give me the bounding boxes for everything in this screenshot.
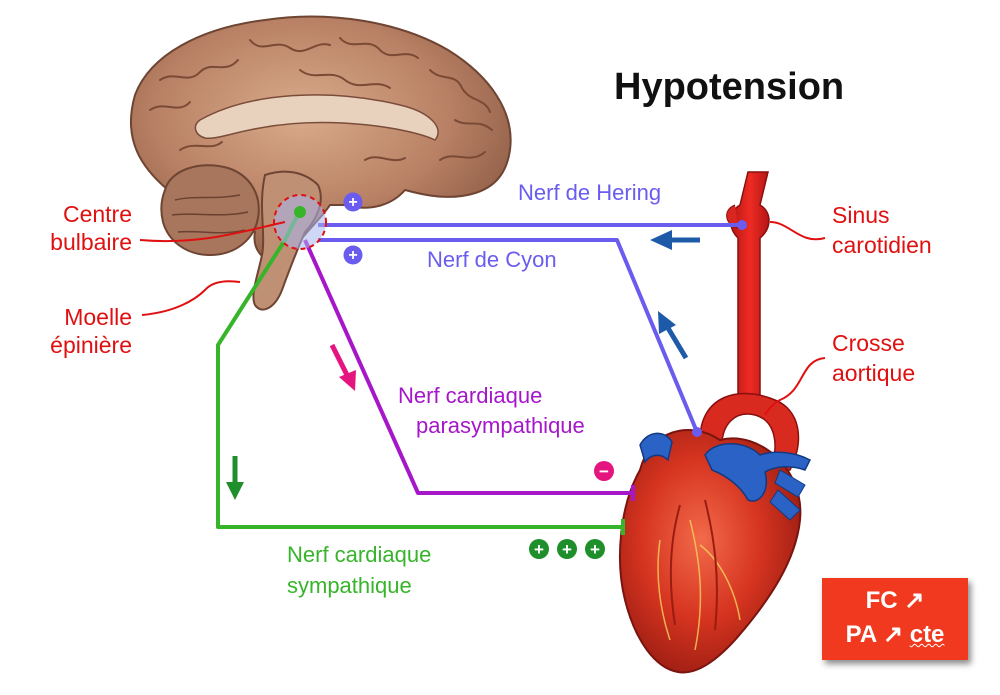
result-box: FC ↗ PA ↗ cte: [822, 578, 968, 660]
sign-parasympathique: −: [594, 461, 614, 481]
sign-sympathique-1: +: [534, 540, 544, 559]
label-sinus-line1: Sinus: [832, 202, 890, 228]
label-centre-bulbaire: Centre bulbaire: [22, 200, 132, 256]
sign-sympathique-3: +: [590, 540, 600, 559]
centre-bulbaire-marker: [273, 194, 327, 250]
leader-moelle: [141, 280, 241, 316]
result-fc-arrow: ↗: [904, 587, 925, 614]
leader-centre-bulbaire: [139, 221, 286, 243]
result-line-fc: FC ↗: [822, 584, 968, 618]
label-sympathique-line1: Nerf cardiaque: [287, 542, 432, 567]
label-centre-bulbaire-line2: bulbaire: [50, 229, 132, 255]
sign-hering-text: +: [348, 194, 357, 211]
sinus-endpoint: [737, 220, 747, 230]
label-nerf-cyon: Nerf de Cyon: [427, 247, 557, 272]
label-parasympathique-line1: Nerf cardiaque: [398, 383, 543, 408]
leader-sinus: [769, 221, 826, 241]
label-nerf-parasympathique: Nerf cardiaque parasympathique: [398, 381, 585, 441]
label-crosse-aortique: Crosse aortique: [832, 328, 915, 388]
label-nerf-sympathique: Nerf cardiaque sympathique: [287, 539, 431, 601]
nerf-cyon-path: [318, 238, 699, 433]
result-pa-cte: cte: [909, 621, 945, 648]
label-sinus-line2: carotidien: [832, 232, 932, 258]
sign-sympathique: + + +: [529, 539, 605, 559]
flow-arrow-parasympathique: [329, 343, 356, 391]
label-moelle-epiniere: Moelle épinière: [22, 303, 132, 359]
label-sympathique-line2: sympathique: [287, 573, 412, 598]
label-moelle-line2: épinière: [50, 332, 132, 358]
leader-crosse: [764, 357, 826, 416]
sympathique-origin: [294, 206, 306, 218]
label-parasympathique-line2: parasympathique: [416, 413, 585, 438]
result-pa-label: PA: [845, 621, 877, 648]
result-fc-label: FC: [865, 587, 898, 614]
flow-arrow-cyon: [658, 311, 689, 360]
label-sinus-carotidien: Sinus carotidien: [832, 200, 932, 260]
sign-sympathique-2: +: [562, 540, 572, 559]
label-centre-bulbaire-line1: Centre: [62, 201, 132, 227]
sign-parasympathique-text: −: [599, 462, 609, 481]
aorta-endpoint: [692, 427, 702, 437]
page-title: Hypotension: [614, 66, 845, 108]
result-line-pa: PA ↗ cte: [822, 618, 968, 652]
label-nerf-hering: Nerf de Hering: [518, 180, 662, 205]
label-moelle-line1: Moelle: [64, 304, 132, 330]
flow-arrow-hering: [650, 230, 700, 250]
nerf-parasympathique-path: [303, 239, 632, 495]
label-crosse-line2: aortique: [832, 360, 916, 386]
heart-illustration: [619, 392, 811, 674]
sign-cyon-text: +: [348, 247, 357, 264]
label-crosse-line1: Crosse: [832, 330, 905, 356]
flow-arrow-sympathique: [226, 456, 244, 500]
carotid-artery: [726, 171, 770, 401]
sign-hering: +: [343, 192, 363, 212]
result-pa-arrow: ↗: [882, 621, 904, 648]
sign-cyon: +: [343, 245, 363, 265]
